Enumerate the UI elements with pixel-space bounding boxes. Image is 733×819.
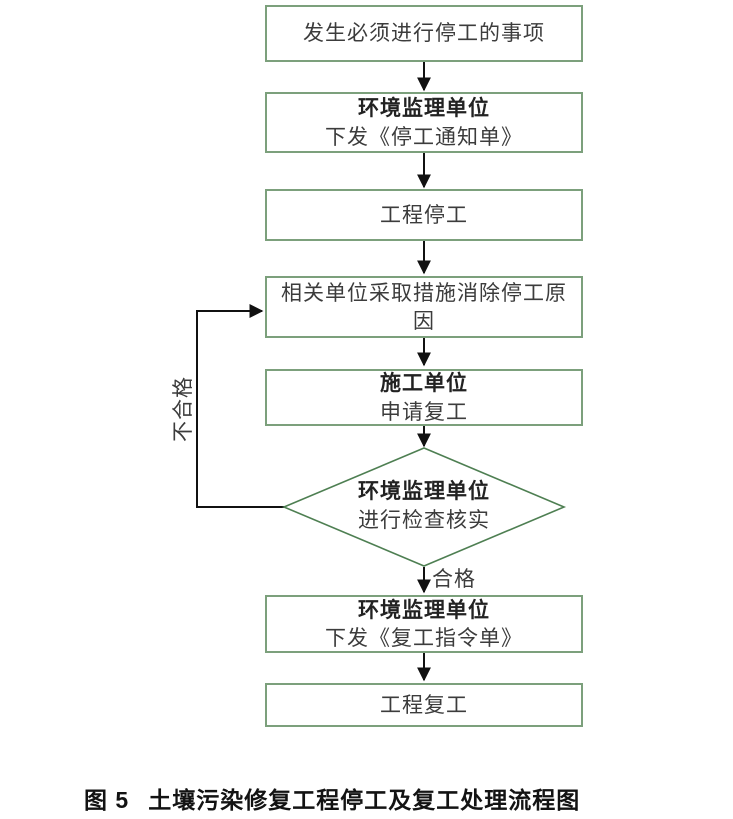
- figure-caption: 图 5 土壤污染修复工程停工及复工处理流程图: [84, 781, 580, 815]
- flow-decision-inspection-text: 进行检查核实: [358, 507, 490, 532]
- edge-label-fail: 不合格: [171, 376, 195, 442]
- figure-caption-title: 土壤污染修复工程停工及复工处理流程图: [148, 787, 581, 813]
- flow-step-apply-resume: 施工单位 申请复工: [265, 369, 583, 426]
- edge-label-pass: 合格: [432, 567, 476, 591]
- flow-step-incident: 发生必须进行停工的事项: [265, 5, 583, 62]
- flow-step-apply-resume-text: 申请复工: [380, 399, 468, 424]
- decision-diamond-shape: [281, 447, 567, 567]
- flow-step-eliminate-cause: 相关单位采取措施消除停工原因: [265, 276, 583, 338]
- flow-step-resume-order: 环境监理单位 下发《复工指令单》: [265, 595, 583, 653]
- flow-decision-inspection: 环境监理单位 进行检查核实: [274, 477, 574, 535]
- flow-step-resume-order-title: 环境监理单位: [358, 596, 490, 622]
- flow-step-incident-text: 发生必须进行停工的事项: [303, 21, 545, 46]
- flow-step-eliminate-cause-text: 相关单位采取措施消除停工原因: [281, 280, 567, 333]
- flow-decision-inspection-title: 环境监理单位: [358, 478, 490, 503]
- flow-step-apply-resume-title: 施工单位: [380, 370, 468, 396]
- figure-caption-number: 图 5: [84, 787, 130, 813]
- flow-step-resume-order-text: 下发《复工指令单》: [325, 626, 523, 650]
- flow-step-work-resume-text: 工程复工: [380, 692, 468, 717]
- flow-step-work-stop-text: 工程停工: [380, 202, 468, 227]
- flow-step-supervisor-stop-notice: 环境监理单位 下发《停工通知单》: [265, 92, 583, 153]
- flow-step-supervisor-stop-notice-text: 下发《停工通知单》: [325, 124, 523, 149]
- flow-step-work-resume: 工程复工: [265, 683, 583, 727]
- flow-step-work-stop: 工程停工: [265, 189, 583, 241]
- flow-step-supervisor-stop-notice-title: 环境监理单位: [358, 95, 490, 121]
- arrow-fail-feedback-loop: [196, 304, 288, 508]
